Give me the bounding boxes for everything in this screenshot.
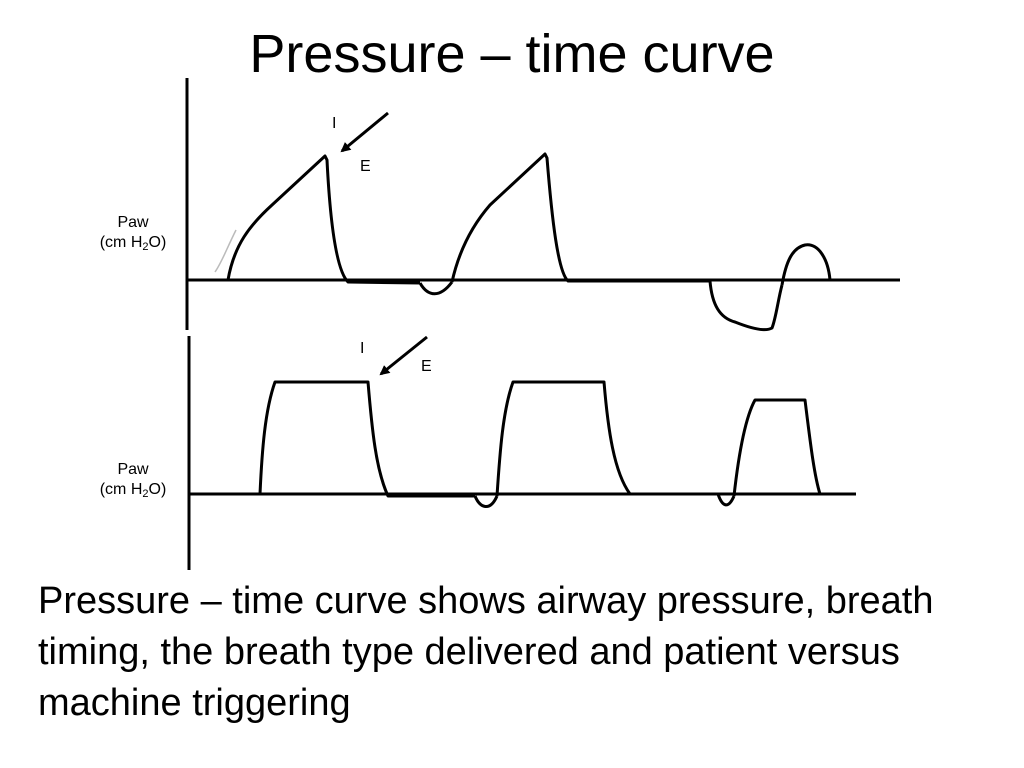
waveform-canvas — [185, 78, 900, 570]
bottom-breath-1-curve — [258, 380, 475, 498]
bottom-ylabel-line2: (cm H2O) — [78, 480, 188, 500]
bottom-ylabel-sub: 2 — [142, 488, 149, 500]
slide-title: Pressure – time curve — [249, 24, 775, 84]
bottom-marker-inspiration: I — [360, 340, 365, 357]
top-dip-1 — [418, 281, 454, 296]
bottom-dip-1 — [473, 495, 499, 508]
top-marker-expiration: E — [360, 158, 371, 175]
top-ylabel-sub: 2 — [142, 241, 149, 253]
top-ylabel-line1: Paw — [117, 214, 149, 231]
bottom-breath-2-curve — [495, 380, 718, 497]
bottom-ylabel-suffix: O) — [148, 481, 167, 498]
bottom-ylabel-line1: Paw — [117, 461, 149, 478]
bottom-dip-2 — [716, 493, 736, 507]
top-breath-2-curve — [450, 152, 710, 283]
top-ylabel-prefix: (cm H — [99, 234, 143, 251]
top-arrow — [340, 111, 389, 153]
top-dip-2 — [708, 280, 784, 332]
top-ylabel: Paw (cm H2O) — [78, 213, 188, 253]
pressure-time-diagram: Paw (cm H2O) I E Paw (cm H2O) I E — [78, 78, 900, 570]
top-ylabel-suffix: O) — [148, 234, 167, 251]
top-marker-inspiration: I — [332, 115, 337, 132]
slide-caption: Pressure – time curve shows airway press… — [38, 580, 934, 724]
bottom-arrow — [379, 335, 428, 376]
bottom-marker-expiration: E — [421, 358, 432, 375]
top-breath-1-faint-trace — [214, 229, 237, 273]
top-breath-1-curve — [226, 154, 421, 285]
bottom-ylabel-prefix: (cm H — [99, 481, 143, 498]
top-ylabel-line2: (cm H2O) — [78, 233, 188, 253]
top-hump — [780, 243, 832, 286]
bottom-ylabel: Paw (cm H2O) — [78, 460, 188, 500]
bottom-breath-3-curve — [732, 398, 822, 497]
